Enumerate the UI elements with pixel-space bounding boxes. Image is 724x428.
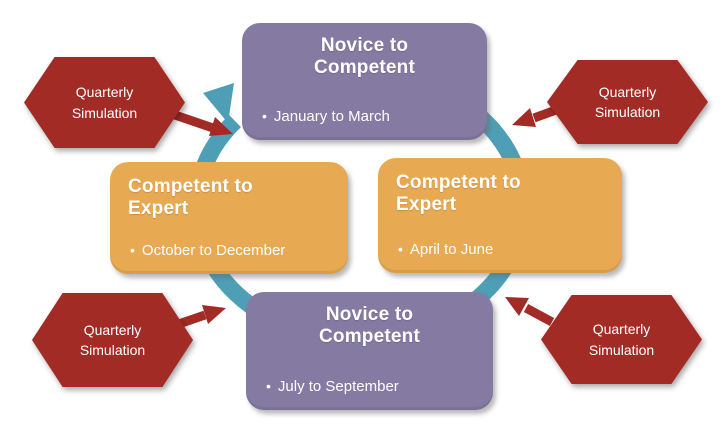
stage-period: • July to September <box>266 378 479 396</box>
hexagon-shape: Quarterly Simulation <box>541 295 702 384</box>
cycle-arrowhead-icon <box>203 83 234 123</box>
bullet-marker: • <box>262 108 267 124</box>
callout-hexagon-top-right: Quarterly Simulation <box>547 60 708 144</box>
bullet-marker: • <box>398 241 403 257</box>
stage-box-right: Competent to Expert • April to June <box>378 158 622 273</box>
callout-hexagon-top-left: Quarterly Simulation <box>24 57 185 148</box>
stage-box-top: Novice to Competent • January to March <box>242 23 487 140</box>
stage-period: • October to December <box>130 242 334 260</box>
stage-period: • January to March <box>262 108 473 126</box>
stage-period: • April to June <box>398 241 608 259</box>
stage-title: Competent to Expert <box>128 176 253 220</box>
stage-title: Novice to Competent <box>313 35 416 79</box>
stage-period-text: October to December <box>141 242 286 259</box>
callout-label: Quarterly Simulation <box>71 84 138 121</box>
callout-arrow-top-left <box>170 109 233 136</box>
stage-period-text: April to June <box>409 241 494 258</box>
stage-box-bottom: Novice to Competent • July to September <box>246 292 493 410</box>
callout-arrow-bottom-right <box>505 297 555 326</box>
callout-arrow-top-right <box>512 105 558 127</box>
bullet-marker: • <box>130 242 135 258</box>
stage-box-left: Competent to Expert • October to Decembe… <box>110 162 348 274</box>
callout-hexagon-bottom-right: Quarterly Simulation <box>541 295 702 384</box>
hexagon-shape: Quarterly Simulation <box>24 57 185 148</box>
hexagon-shape: Quarterly Simulation <box>32 293 193 387</box>
callout-hexagon-bottom-left: Quarterly Simulation <box>32 293 193 387</box>
stage-period-text: January to March <box>273 108 390 125</box>
callout-label: Quarterly Simulation <box>79 321 146 358</box>
callout-label: Quarterly Simulation <box>594 83 661 120</box>
callout-label: Quarterly Simulation <box>588 321 655 358</box>
stage-title: Novice to Competent <box>318 304 421 348</box>
bullet-marker: • <box>266 378 271 394</box>
hexagon-shape: Quarterly Simulation <box>547 60 708 144</box>
stage-title: Competent to Expert <box>396 172 521 216</box>
stage-period-text: July to September <box>277 378 399 395</box>
